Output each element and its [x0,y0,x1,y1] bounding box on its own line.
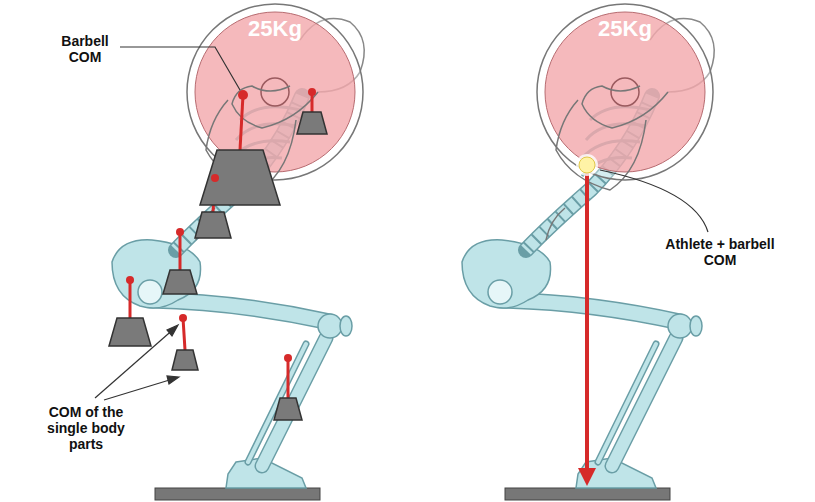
plate-mass: 25Kg [238,16,312,41]
callout-label: Athlete + barbell COM [650,236,790,268]
plate-mass: 25Kg [588,16,662,41]
callout-label: Barbell COM [50,33,120,65]
callout-label: COM of the single body parts [30,404,142,452]
